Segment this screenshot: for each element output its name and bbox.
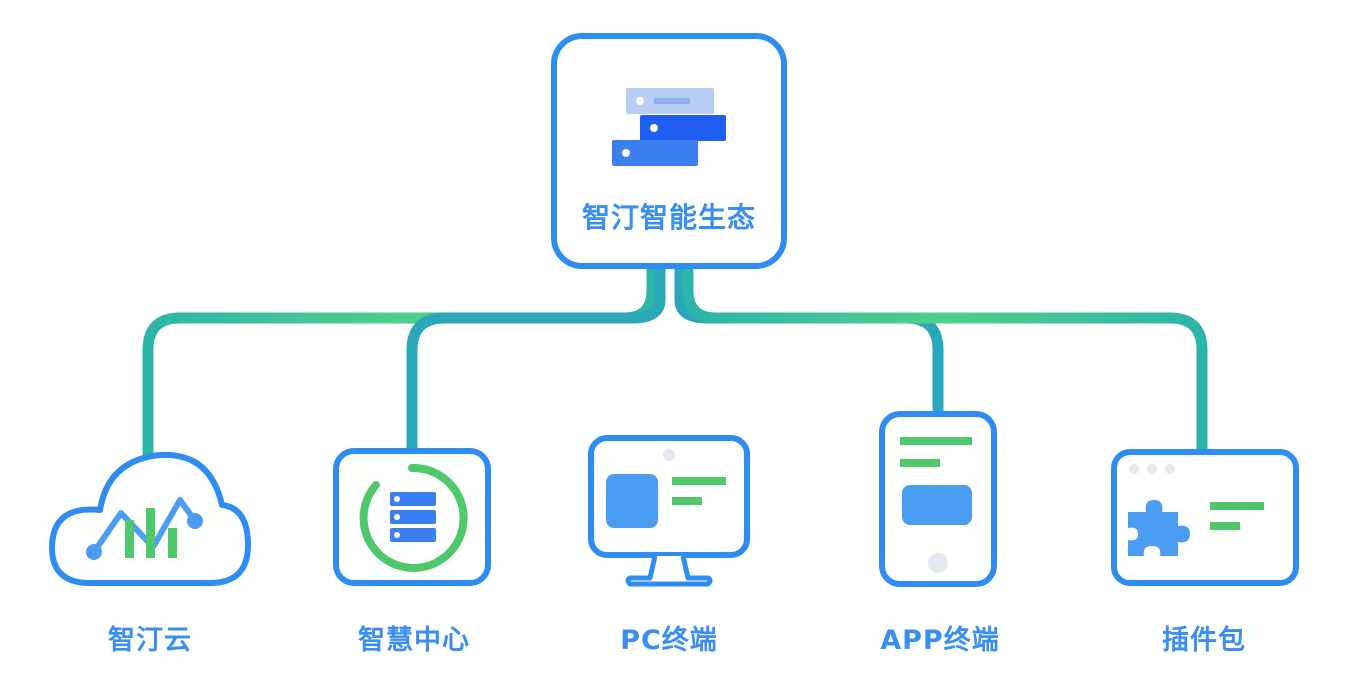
label-hub: 智慧中心 <box>358 625 470 656</box>
label-pc: PC终端 <box>620 625 718 656</box>
puzzle-window-icon <box>1111 449 1299 586</box>
monitor-icon <box>588 435 750 587</box>
label-app: APP终端 <box>880 625 1000 656</box>
label-cloud: 智汀云 <box>108 625 192 656</box>
connector-lines <box>142 264 1208 461</box>
root-node <box>551 33 787 269</box>
root-label: 智汀智能生态 <box>581 201 756 234</box>
plugin-node <box>1111 449 1299 586</box>
label-plugin: 插件包 <box>1162 625 1246 656</box>
app-node <box>879 411 997 587</box>
pc-node <box>588 435 750 587</box>
hub-server-icon <box>359 463 468 572</box>
connector-cloud <box>142 264 658 461</box>
phone-icon <box>879 411 997 587</box>
connector-app <box>674 264 944 421</box>
server-stack-icon <box>612 88 726 166</box>
hub-node <box>333 448 491 586</box>
connector-hub <box>406 264 666 454</box>
cloud-node <box>49 451 251 586</box>
connector-plugin <box>682 264 1208 458</box>
